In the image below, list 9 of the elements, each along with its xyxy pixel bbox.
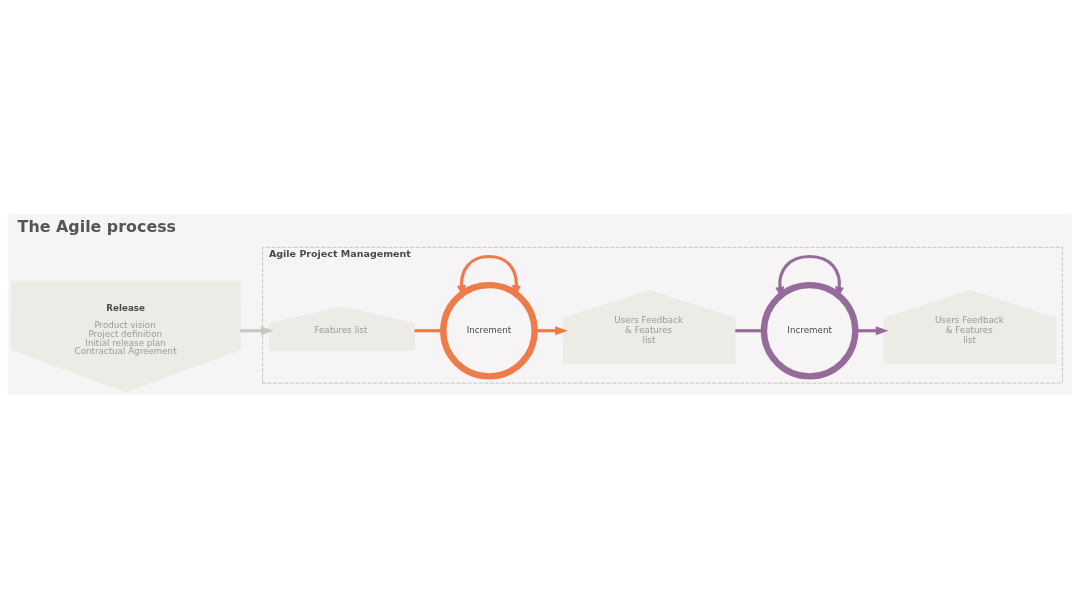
arrow: [240, 325, 274, 335]
diagram-title: The Agile process: [17, 216, 177, 236]
connector: [414, 328, 444, 332]
arrow: [534, 325, 568, 335]
node-circle: Increment: [760, 281, 859, 380]
arrow: [855, 325, 889, 335]
connector: [735, 328, 764, 332]
arrow: [775, 254, 844, 300]
arrow: [457, 254, 521, 298]
